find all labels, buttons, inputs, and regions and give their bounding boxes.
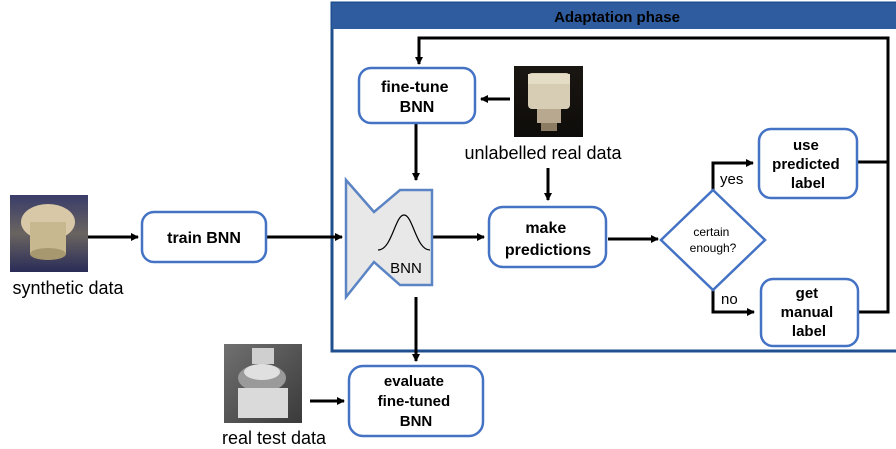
- bnn-label: BNN: [390, 260, 422, 277]
- use-predicted-line1: use: [793, 137, 819, 154]
- finetune-bnn-label: fine-tune BNN: [381, 79, 453, 116]
- evaluate-label: evaluate fine-tuned BNN: [378, 373, 455, 430]
- decision-diamond: certain enough?: [659, 188, 767, 292]
- bnn-shape: [344, 176, 434, 301]
- use-predicted-line3: label: [791, 175, 825, 192]
- make-predictions-line1: make: [525, 220, 566, 237]
- get-manual-label-text: get manual label: [781, 285, 838, 340]
- real-test-data-label: real test data: [222, 428, 327, 448]
- make-predictions-line2: predictions: [505, 242, 591, 259]
- no-edge-label: no: [721, 291, 738, 308]
- synthetic-data-image: [10, 195, 88, 272]
- use-predicted-label-text: use predicted label: [772, 137, 844, 192]
- use-predicted-line2: predicted: [772, 156, 840, 173]
- make-predictions-label: make predictions: [505, 220, 591, 259]
- bnn-symbol: BNN: [344, 176, 434, 301]
- train-bnn-line: train BNN: [167, 230, 241, 247]
- unlabelled-real-data-image: [514, 66, 583, 137]
- evaluate-line2: fine-tuned: [378, 393, 451, 410]
- arrow-get-feedback: [415, 36, 890, 314]
- use-predicted-label-box: use predicted label: [757, 127, 859, 200]
- get-manual-line3: label: [792, 323, 826, 340]
- arrows: [88, 36, 890, 405]
- get-manual-line1: get: [796, 285, 819, 302]
- adaptation-phase-container: Adaptation phase: [330, 1, 896, 353]
- arrow-decision-to-get: [711, 285, 755, 316]
- gaussian-curve-icon: [377, 214, 431, 251]
- evaluate-line1: evaluate: [384, 373, 444, 390]
- get-manual-line2: manual: [781, 304, 834, 321]
- unlabelled-real-data-label: unlabelled real data: [464, 143, 622, 163]
- make-predictions-box: make predictions: [487, 205, 608, 269]
- adaptation-phase-title: Adaptation phase: [554, 9, 680, 26]
- finetune-bnn-box: fine-tune BNN: [357, 66, 477, 125]
- finetune-bnn-line2: BNN: [400, 99, 435, 116]
- decision-line1: certain: [693, 225, 729, 239]
- real-test-data-image: [224, 344, 302, 423]
- decision-label: certain enough?: [690, 225, 737, 255]
- evaluate-line3: BNN: [400, 413, 433, 430]
- yes-edge-label: yes: [720, 171, 743, 188]
- finetune-bnn-line1: fine-tune: [381, 79, 449, 96]
- get-manual-label-box: get manual label: [759, 277, 860, 348]
- train-bnn-box: train BNN: [140, 210, 268, 264]
- decision-line2: enough?: [690, 241, 737, 255]
- evaluate-box: evaluate fine-tuned BNN: [347, 364, 485, 438]
- adaptation-phase-header: [332, 3, 896, 29]
- train-bnn-label: train BNN: [167, 230, 241, 247]
- synthetic-data-label: synthetic data: [12, 278, 124, 298]
